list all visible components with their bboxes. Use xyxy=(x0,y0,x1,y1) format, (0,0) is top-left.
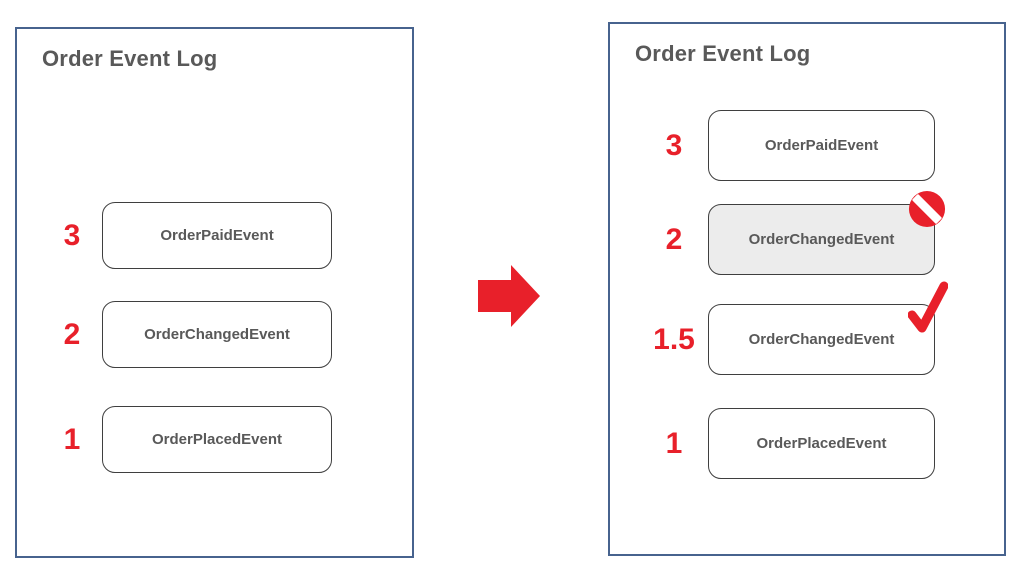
event-row: 1 OrderPlacedEvent xyxy=(640,408,935,479)
event-label: OrderChangedEvent xyxy=(144,326,290,343)
event-box: OrderPlacedEvent xyxy=(708,408,935,479)
event-row: 1.5 OrderChangedEvent xyxy=(640,281,949,375)
event-box: OrderPlacedEvent xyxy=(102,406,332,473)
event-box: OrderPaidEvent xyxy=(102,202,332,269)
sequence-number: 3 xyxy=(63,218,81,252)
event-row: 2 OrderChangedEvent xyxy=(640,190,946,275)
sequence-number: 1.5 xyxy=(653,322,695,356)
event-box-rejected: OrderChangedEvent xyxy=(708,190,946,275)
sequence-number: 1 xyxy=(665,426,683,460)
sequence-number: 3 xyxy=(665,128,683,162)
event-label: OrderChangedEvent xyxy=(748,331,895,348)
event-row: 3 OrderPaidEvent xyxy=(42,202,332,269)
panel-title: Order Event Log xyxy=(635,41,811,66)
event-row: 3 OrderPaidEvent xyxy=(640,110,935,181)
order-event-log-panel-after: Order Event Log 3 OrderPaidEvent 2 Order… xyxy=(608,22,1006,556)
event-row: 1 OrderPlacedEvent xyxy=(42,406,332,473)
right-block-arrow-icon xyxy=(478,262,542,330)
event-row: 2 OrderChangedEvent xyxy=(42,301,332,368)
sequence-number: 2 xyxy=(665,222,683,256)
prohibited-icon xyxy=(908,190,946,228)
panel-title: Order Event Log xyxy=(42,46,218,71)
event-label: OrderPaidEvent xyxy=(764,137,879,154)
sequence-number: 1 xyxy=(63,422,81,456)
order-event-log-panel-before: Order Event Log 3 OrderPaidEvent 2 Order… xyxy=(15,27,414,558)
event-box: OrderChangedEvent xyxy=(102,301,332,368)
event-label: OrderChangedEvent xyxy=(748,231,895,248)
event-box-inserted: OrderChangedEvent xyxy=(708,281,949,375)
event-box: OrderPaidEvent xyxy=(708,110,935,181)
event-label: OrderPlacedEvent xyxy=(756,435,887,452)
event-label: OrderPaidEvent xyxy=(160,227,274,244)
checkmark-icon xyxy=(907,280,949,334)
event-label: OrderPlacedEvent xyxy=(151,431,283,448)
sequence-number: 2 xyxy=(63,317,81,351)
